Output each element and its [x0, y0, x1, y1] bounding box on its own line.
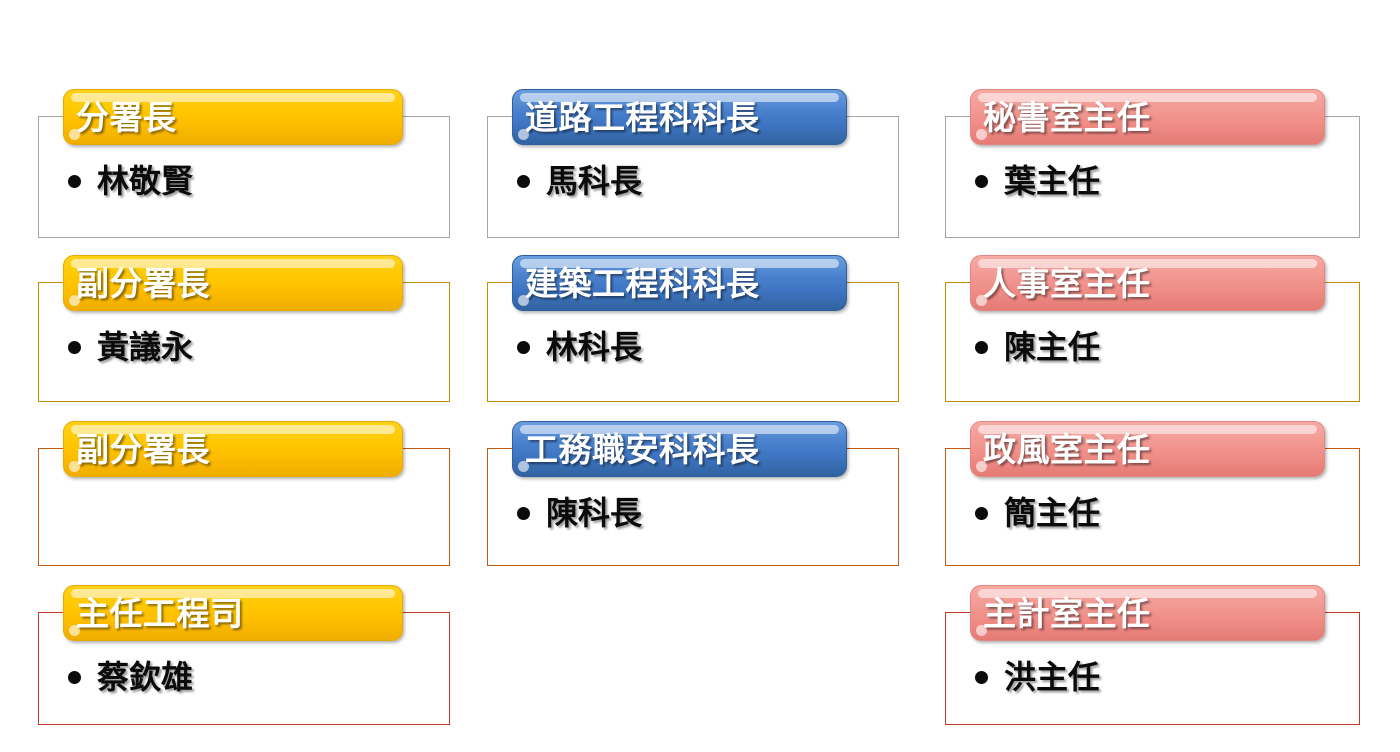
bullet-icon	[975, 671, 988, 685]
org-card-member: 簡主任	[975, 494, 1352, 532]
org-card-member: 陳主任	[975, 328, 1352, 366]
org-card-title: 建築工程科科長	[525, 263, 760, 303]
org-card-member-name: 林敬賢	[97, 162, 194, 200]
org-card-title: 副分署長	[76, 263, 210, 303]
org-card-member-list: 黃議永	[68, 328, 442, 366]
org-card-member: 蔡欽雄	[68, 658, 442, 696]
org-card-member-list: 馬科長	[517, 162, 891, 200]
org-card-title: 主計室主任	[983, 593, 1151, 633]
org-card-tab[interactable]: 政風室主任	[970, 421, 1325, 477]
org-card[interactable]: 主任工程司蔡欽雄	[38, 585, 450, 725]
org-column-administrative-offices: 秘書室主任葉主任人事室主任陳主任政風室主任簡主任主計室主任洪主任	[945, 0, 1360, 752]
org-card-member-name: 黃議永	[97, 328, 194, 366]
org-card[interactable]: 秘書室主任葉主任	[945, 89, 1360, 238]
bullet-icon	[517, 341, 530, 355]
org-card[interactable]: 副分署長黃議永	[38, 255, 450, 402]
bullet-icon	[68, 175, 81, 189]
org-card-member-name: 陳主任	[1004, 328, 1101, 366]
org-card-member-name: 洪主任	[1004, 658, 1101, 696]
org-card-member-list: 林敬賢	[68, 162, 442, 200]
bullet-icon	[68, 341, 81, 355]
org-card-member-name: 簡主任	[1004, 494, 1101, 532]
org-card-member-list: 洪主任	[975, 658, 1352, 696]
org-card-title: 政風室主任	[983, 429, 1151, 469]
org-card-member-name: 陳科長	[546, 494, 643, 532]
org-card-title: 副分署長	[76, 429, 210, 469]
org-card-tab[interactable]: 副分署長	[63, 255, 403, 311]
org-card-member-name: 葉主任	[1004, 162, 1101, 200]
org-card-member-name: 馬科長	[546, 162, 643, 200]
org-card[interactable]: 副分署長	[38, 421, 450, 566]
org-card-tab[interactable]: 建築工程科科長	[512, 255, 847, 311]
org-card-tab[interactable]: 人事室主任	[970, 255, 1325, 311]
org-card-title: 秘書室主任	[983, 97, 1151, 137]
org-card-member: 林科長	[517, 328, 891, 366]
org-card-member: 洪主任	[975, 658, 1352, 696]
org-card-member-list: 蔡欽雄	[68, 658, 442, 696]
org-card-member: 馬科長	[517, 162, 891, 200]
org-card-title: 道路工程科科長	[525, 97, 760, 137]
org-card-tab[interactable]: 道路工程科科長	[512, 89, 847, 145]
org-card-member: 林敬賢	[68, 162, 442, 200]
org-card[interactable]: 建築工程科科長林科長	[487, 255, 899, 402]
org-card-tab[interactable]: 主計室主任	[970, 585, 1325, 641]
org-card-member-list: 葉主任	[975, 162, 1352, 200]
org-card-member-list: 林科長	[517, 328, 891, 366]
bullet-icon	[975, 341, 988, 355]
org-card-member: 葉主任	[975, 162, 1352, 200]
org-card-title: 工務職安科科長	[525, 429, 760, 469]
org-card-tab[interactable]: 分署長	[63, 89, 403, 145]
org-card-tab[interactable]: 工務職安科科長	[512, 421, 847, 477]
org-card[interactable]: 主計室主任洪主任	[945, 585, 1360, 725]
org-card-title: 分署長	[76, 97, 177, 137]
bullet-icon	[517, 175, 530, 189]
org-card[interactable]: 政風室主任簡主任	[945, 421, 1360, 566]
org-card[interactable]: 人事室主任陳主任	[945, 255, 1360, 402]
org-card-member-list: 陳主任	[975, 328, 1352, 366]
org-card-member: 黃議永	[68, 328, 442, 366]
org-card-member-list: 簡主任	[975, 494, 1352, 532]
bullet-icon	[975, 175, 988, 189]
org-column-leadership: 分署長林敬賢副分署長黃議永副分署長主任工程司蔡欽雄	[38, 0, 450, 752]
org-card-member: 陳科長	[517, 494, 891, 532]
org-card-title: 人事室主任	[983, 263, 1151, 303]
org-card-member-name: 蔡欽雄	[97, 658, 194, 696]
bullet-icon	[975, 507, 988, 521]
org-card-member-name: 林科長	[546, 328, 643, 366]
org-card[interactable]: 分署長林敬賢	[38, 89, 450, 238]
bullet-icon	[68, 671, 81, 685]
org-card-tab[interactable]: 秘書室主任	[970, 89, 1325, 145]
bullet-icon	[517, 507, 530, 521]
org-card-member-list: 陳科長	[517, 494, 891, 532]
org-card-title: 主任工程司	[76, 593, 244, 633]
org-column-engineering-sections: 道路工程科科長馬科長建築工程科科長林科長工務職安科科長陳科長	[487, 0, 899, 752]
org-card-tab[interactable]: 主任工程司	[63, 585, 403, 641]
org-card-tab[interactable]: 副分署長	[63, 421, 403, 477]
org-card[interactable]: 工務職安科科長陳科長	[487, 421, 899, 566]
org-card[interactable]: 道路工程科科長馬科長	[487, 89, 899, 238]
